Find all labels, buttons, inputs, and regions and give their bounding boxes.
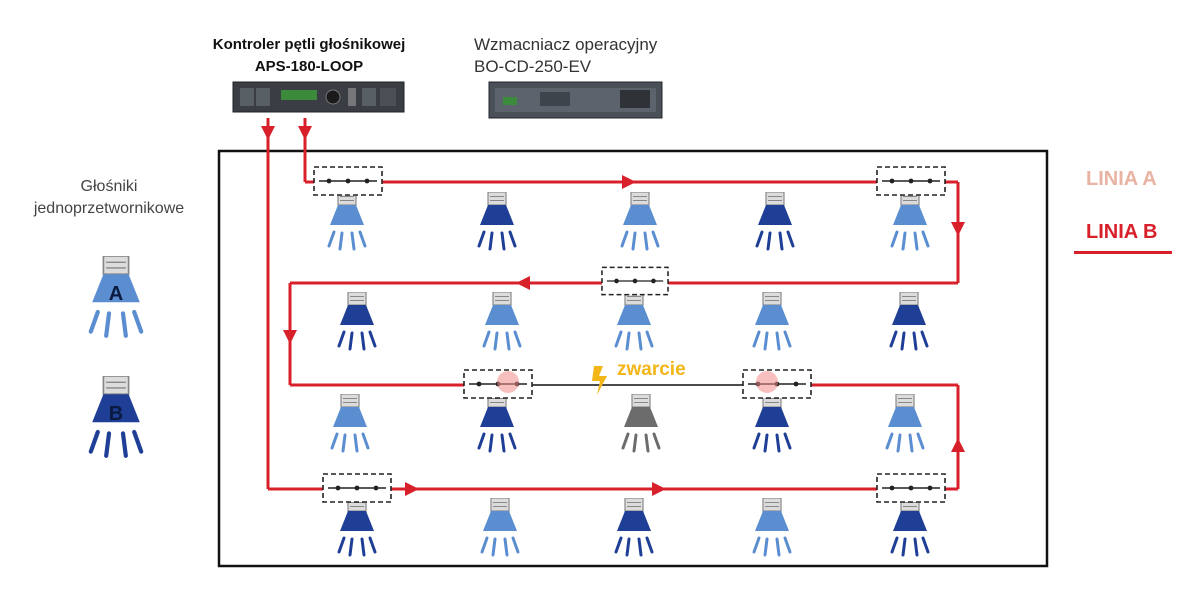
isolator-box <box>322 473 392 503</box>
speaker-b-icon <box>477 394 517 453</box>
speaker-a-icon <box>752 292 792 351</box>
speaker-b-icon <box>337 498 377 557</box>
isolator-box <box>876 166 946 196</box>
speaker-type-line2: jednoprzetwornikowe <box>33 200 185 217</box>
speaker-a-icon <box>885 394 925 453</box>
installation-frame <box>217 149 1049 568</box>
speaker-a-icon <box>330 394 370 453</box>
controller-title: Kontroler pętli głośnikowej <box>212 36 406 53</box>
speaker-fault-icon <box>621 394 661 453</box>
speaker-b-icon <box>614 498 654 557</box>
controller-label: Kontroler pętli głośnikowej APS-180-LOOP <box>190 34 428 78</box>
speaker-a-icon <box>482 292 522 351</box>
speaker-b-icon <box>890 498 930 557</box>
amplifier-device <box>488 81 663 119</box>
controller-device <box>232 81 405 113</box>
speaker-a-icon <box>890 192 930 251</box>
legend-speaker-a-letter: A <box>109 283 123 305</box>
speaker-type-label: Głośniki jednoprzetwornikowe <box>2 176 216 220</box>
legend-linia-a: LINIA A <box>1086 168 1157 190</box>
amplifier-model: BO-CD-250-EV <box>474 57 592 76</box>
speaker-a-icon <box>614 292 654 351</box>
speaker-b-icon <box>755 192 795 251</box>
speaker-row-3 <box>330 394 925 453</box>
speaker-a-icon <box>480 498 520 557</box>
speaker-a-icon <box>620 192 660 251</box>
speaker-b-icon <box>889 292 929 351</box>
flow-arrows <box>261 126 965 496</box>
speaker-b-icon <box>477 192 517 251</box>
speaker-a-icon <box>752 498 792 557</box>
amplifier-title: Wzmacniacz operacyjny <box>474 35 658 54</box>
isolator-box <box>601 266 669 296</box>
amplifier-label: Wzmacniacz operacyjny BO-CD-250-EV <box>474 34 657 78</box>
isolation-marker <box>497 371 519 393</box>
speaker-type-line1: Głośniki <box>80 178 138 195</box>
legend-linia-b-line <box>1074 251 1172 254</box>
speaker-row-1 <box>327 192 930 251</box>
legend-speaker-b-letter: B <box>109 403 123 425</box>
speaker-row-4 <box>337 498 930 557</box>
isolator-box <box>313 166 383 196</box>
isolator-box <box>876 473 946 503</box>
legend-linia-b: LINIA B <box>1086 221 1158 243</box>
controller-model: APS-180-LOOP <box>254 58 364 75</box>
speaker-a-icon <box>327 192 367 251</box>
speaker-b-icon <box>337 292 377 351</box>
lightning-icon <box>592 366 607 395</box>
speaker-b-icon <box>752 394 792 453</box>
isolation-marker <box>756 371 778 393</box>
fault-label: zwarcie <box>617 359 686 380</box>
speaker-row-2 <box>337 292 929 351</box>
